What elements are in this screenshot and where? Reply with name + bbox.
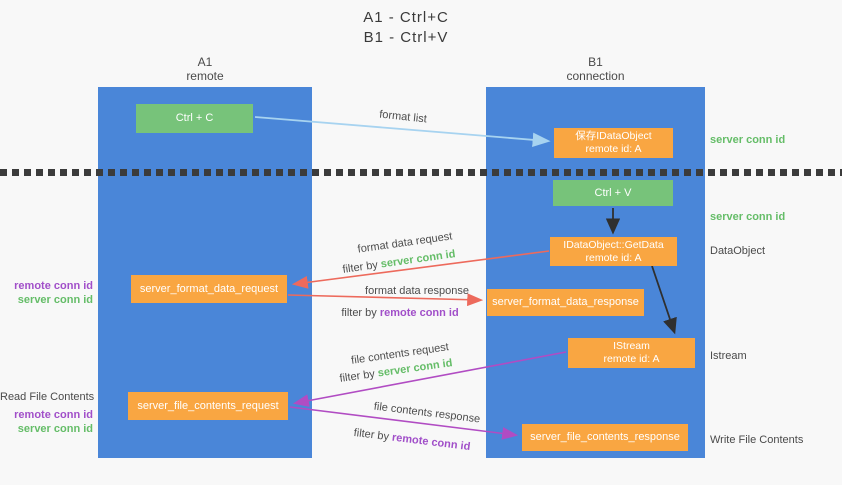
diagram-title: A1 - Ctrl+C B1 - Ctrl+V bbox=[363, 8, 449, 48]
title-line-b1: B1 - Ctrl+V bbox=[363, 29, 449, 46]
lane-a1-role: remote bbox=[186, 69, 224, 83]
left-label-server-conn-id-2: server conn id bbox=[17, 423, 93, 435]
node-ctrl-v-label: Ctrl + V bbox=[594, 186, 632, 199]
node-save-idataobject-line2: remote id: A bbox=[585, 143, 642, 155]
node-server-format-data-response: server_format_data_response bbox=[487, 289, 644, 316]
arrow-format-data-request bbox=[291, 250, 550, 289]
edge-label-format-data-response: format data response bbox=[365, 285, 469, 297]
phase-divider-dotted-line bbox=[0, 169, 842, 176]
left-label-remote-conn-id-1: remote conn id bbox=[14, 280, 93, 292]
node-getdata-line1: IDataObject::GetData bbox=[563, 238, 664, 251]
node-server-file-contents-request: server_file_contents_request bbox=[128, 392, 288, 420]
lane-b1-role: connection bbox=[566, 69, 625, 83]
left-label-remote-conn-id-2: remote conn id bbox=[14, 409, 93, 421]
node-file-request-label: server_file_contents_request bbox=[137, 399, 279, 412]
arrow-file-contents-response bbox=[289, 406, 519, 440]
lane-a1-name: A1 bbox=[197, 55, 213, 69]
node-format-request-label: server_format_data_request bbox=[139, 282, 279, 295]
filter-prefix: filter by bbox=[341, 307, 377, 319]
node-ctrl-c: Ctrl + C bbox=[136, 104, 253, 133]
node-getdata-line2: remote id: A bbox=[585, 251, 642, 264]
arrow-format-data-response bbox=[287, 293, 484, 307]
node-format-response-label: server_format_data_response bbox=[492, 296, 639, 308]
node-file-response-label: server_file_contents_response bbox=[530, 431, 680, 443]
right-label-write-file-contents: Write File Contents bbox=[710, 434, 804, 446]
node-istream: IStream remote id: A bbox=[568, 338, 695, 368]
lane-b1-name: B1 bbox=[588, 55, 603, 69]
node-server-format-data-request: server_format_data_request bbox=[131, 275, 287, 303]
arrow-format-list bbox=[254, 116, 551, 147]
right-label-server-conn-id-2: server conn id bbox=[710, 211, 786, 223]
node-server-file-contents-response: server_file_contents_response bbox=[522, 424, 688, 451]
arrow-getdata-to-istream bbox=[651, 265, 677, 335]
title-line-a1: A1 - Ctrl+C bbox=[363, 9, 449, 26]
right-label-istream: Istream bbox=[710, 350, 747, 362]
node-ctrl-c-label: Ctrl + C bbox=[175, 112, 214, 124]
edge-label-filter-remote-conn-1: filter by remote conn id bbox=[341, 307, 458, 319]
node-save-idataobject: 保存IDataObject remote id: A bbox=[554, 128, 673, 158]
right-label-dataobject: DataObject bbox=[710, 245, 766, 257]
remote-conn-id-text: remote conn id bbox=[379, 307, 459, 319]
node-istream-line2: remote id: A bbox=[603, 353, 660, 365]
right-label-server-conn-id-1: server conn id bbox=[710, 134, 786, 146]
node-save-idataobject-line1: 保存IDataObject bbox=[575, 130, 652, 142]
lane-header-a1: A1 remote bbox=[98, 55, 312, 83]
node-idataobject-getdata: IDataObject::GetData remote id: A bbox=[550, 237, 677, 266]
left-label-server-conn-id-1: server conn id bbox=[17, 294, 93, 306]
lane-header-b1: B1 connection bbox=[486, 55, 705, 83]
left-label-read-file-contents: Read File Contents bbox=[0, 391, 95, 403]
node-ctrl-v: Ctrl + V bbox=[553, 180, 673, 206]
arrow-file-contents-request bbox=[292, 351, 567, 407]
node-istream-line1: IStream bbox=[613, 340, 650, 352]
